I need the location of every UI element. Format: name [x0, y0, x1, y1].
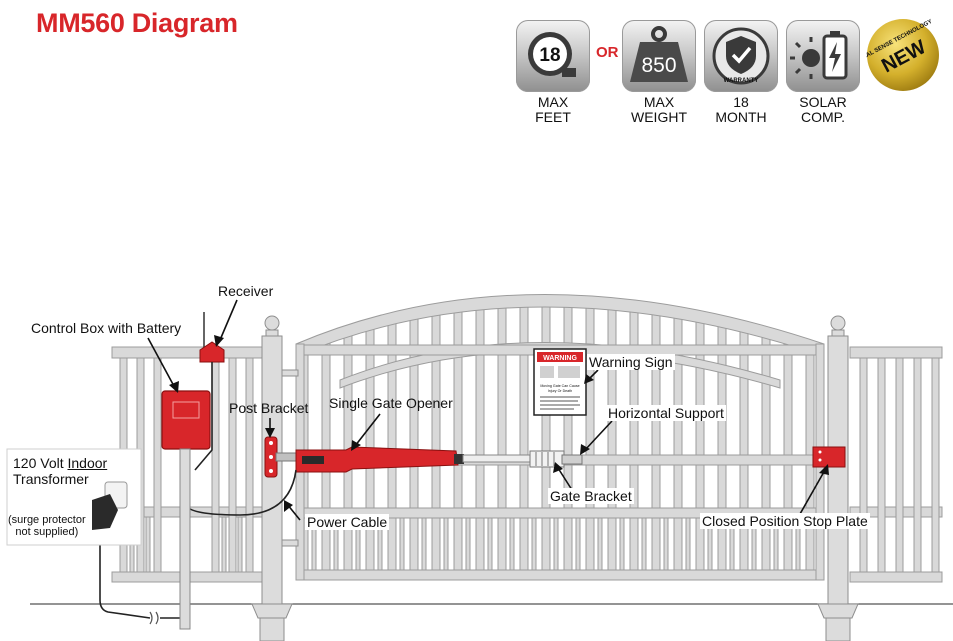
right-gate-post — [817, 315, 859, 641]
warranty-shield-icon: WARRANTY — [712, 27, 770, 85]
tape-measure-icon: 18 — [528, 32, 576, 77]
callout-arrows — [147, 299, 826, 521]
stop-plate-label: Closed Position Stop Plate — [700, 513, 870, 529]
post-bracket — [264, 436, 278, 478]
receiver-label: Receiver — [218, 283, 274, 299]
ground-conduit — [149, 448, 191, 630]
max-feet-caption: MAX FEET — [535, 94, 571, 125]
transformer-note: (surge protector not supplied) — [8, 514, 86, 538]
right-fence-section — [849, 346, 943, 583]
receiver-unit — [199, 312, 225, 363]
transformer-label: 120 Volt Indoor Transformer — [13, 455, 108, 487]
gate-bracket-label: Gate Bracket — [548, 488, 634, 504]
max-weight-caption: MAX WEIGHT — [631, 94, 687, 125]
solar-caption: SOLAR COMP. — [799, 94, 847, 125]
warning-sign-header: WARNING — [543, 355, 577, 362]
power-cable-label: Power Cable — [305, 514, 390, 530]
stop-plate — [812, 446, 846, 468]
transformer-unit — [6, 448, 142, 546]
left-gate-post — [251, 315, 299, 641]
new-seal-icon: DUAL SENSE TECHNOLOGY NEW — [858, 19, 939, 91]
horizontal-support-label: Horizontal Support — [606, 405, 726, 421]
solar-badge — [786, 20, 860, 92]
solar-battery-icon — [790, 31, 848, 80]
control-box — [161, 390, 211, 450]
callout-arrowheads — [169, 335, 829, 512]
warning-sign: WARNING Moving Gate Can Cause Injury Or … — [533, 348, 587, 416]
max-weight-value: 850 — [641, 54, 676, 77]
single-gate-opener-label: Single Gate Opener — [329, 395, 453, 411]
warning-sign-label: Warning Sign — [587, 354, 675, 370]
gate-opener-actuator — [275, 446, 583, 473]
max-feet-value: 18 — [539, 45, 560, 66]
gate-panel — [295, 294, 825, 581]
max-weight-badge: 850 — [622, 20, 696, 92]
weight-icon: 850 — [630, 26, 688, 82]
or-separator: OR — [596, 44, 619, 61]
warranty-caption: 18 MONTH — [715, 94, 767, 125]
new-badge: DUAL SENSE TECHNOLOGY NEW — [858, 18, 940, 92]
control-box-label: Control Box with Battery — [31, 320, 182, 336]
warranty-label: WARRANTY — [724, 78, 759, 84]
warranty-badge: WARRANTY — [704, 20, 778, 92]
page-title: MM560 Diagram — [36, 8, 238, 38]
post-bracket-label: Post Bracket — [229, 400, 309, 416]
warning-sign-line1: Moving Gate Can Cause — [540, 384, 579, 388]
warning-sign-line2: Injury Or Death — [548, 389, 572, 393]
max-feet-badge: 18 — [516, 20, 590, 92]
